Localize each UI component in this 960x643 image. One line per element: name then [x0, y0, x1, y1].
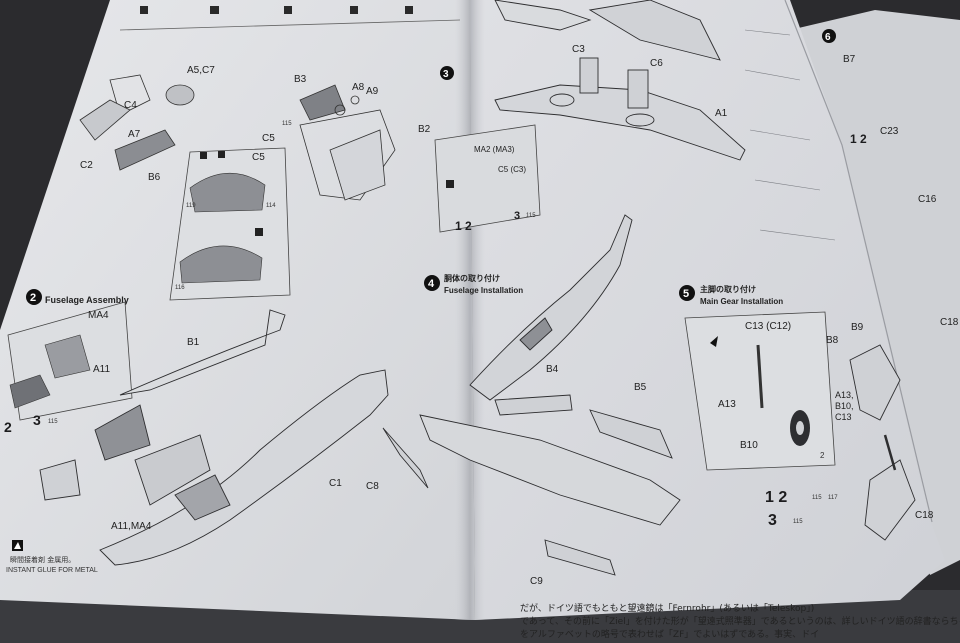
part-label-c1: C1: [329, 478, 342, 489]
step-3-badge: [440, 66, 454, 80]
part-label-a7: A7: [128, 129, 141, 140]
step-3-code-3: 3: [514, 210, 520, 222]
part-label-ma4: MA4: [88, 310, 109, 321]
part-label-c5-top: C5: [262, 133, 275, 144]
part-label-b7: B7: [843, 54, 856, 65]
gear-leg-installation-diagram: [849, 344, 916, 541]
part-label-b10: B10: [740, 440, 758, 451]
step-2-badge: [26, 289, 42, 305]
part-label-c4: C4: [124, 100, 137, 111]
paint-code-115: 115: [282, 121, 292, 127]
step-1-cockpit-diagram: [79, 74, 396, 201]
part-label-c5-panel: C5: [252, 152, 265, 163]
part-label-c6: C6: [650, 58, 663, 69]
part-label-b6: B6: [148, 172, 161, 183]
bottom-text-line-3: をアルファベットの略号で表わせば「ZF」でよいはずである。事実、ドイ: [520, 630, 820, 640]
paint-code-119: 119: [186, 203, 196, 209]
gear-code-2: 2: [820, 451, 825, 460]
step-2-callout-115: 115: [48, 419, 58, 425]
part-label-c3: C3: [572, 44, 585, 55]
step-5-code-3: 3: [768, 512, 777, 529]
part-label-b4: B4: [546, 364, 559, 375]
step-2-callout-2: 2: [4, 419, 12, 435]
step-5-code-115: 115: [812, 495, 822, 501]
part-label-ma2: MA2 (MA3): [474, 145, 515, 154]
part-label-a5c7: A5,C7: [187, 65, 215, 76]
part-label-c13c12: C13 (C12): [745, 321, 791, 332]
step-5-code-117: 117: [828, 495, 838, 501]
symbol-legend-row: [119, 6, 461, 31]
step-2-title: Fuselage Assembly: [45, 295, 129, 305]
bottom-text-line-2: であって、その前に「Ziel」を付けた形が「望遠式照準器」であるというのは、詳し…: [520, 617, 960, 627]
step-5-title-jp: 主脚の取り付け: [700, 284, 756, 294]
fuselage-installation-diagram: [382, 214, 681, 576]
part-label-c9: C9: [530, 576, 543, 587]
paint-code-114: 114: [266, 203, 276, 209]
step-3-code-12: 1 2: [455, 219, 472, 233]
right-page-text-blocks: [744, 29, 836, 241]
step-5-badge: [679, 285, 695, 301]
step-5-code-12: 1 2: [765, 489, 787, 506]
part-label-a11: A11: [93, 364, 110, 375]
part-label-b5: B5: [634, 382, 647, 393]
step-3-code-115: 115: [526, 213, 536, 219]
main-gear-callout: [684, 311, 836, 471]
part-label-a13b10c13: A13,B10,C13: [835, 390, 854, 422]
part-label-a8: A8: [352, 82, 365, 93]
part-label-c18: C18: [940, 317, 959, 328]
part-label-c2: C2: [80, 160, 93, 171]
step-6-badge: [822, 29, 836, 43]
bottom-japanese-text: だが、ドイツ語でもともと望遠鏡は「Fernrohr」(あるいは「Teleskop…: [520, 603, 960, 642]
instant-glue-jp: 瞬間接着剤 金属用。: [10, 555, 75, 564]
step-5-code-115b: 115: [793, 519, 803, 525]
paint-code-116: 116: [175, 285, 185, 291]
step-4-badge: [424, 275, 440, 291]
part-label-a11ma4: A11,MA4: [111, 521, 152, 532]
step-6-code-12: 1 2: [850, 132, 867, 146]
wing-a1-diagram: [494, 0, 746, 161]
part-label-b3: B3: [294, 74, 307, 85]
part-label-b9: B9: [851, 322, 864, 333]
step-3-gear-bay-callout: [434, 124, 541, 233]
fuselage-b1-c1-diagram: [39, 309, 389, 566]
step-5-number: 5: [683, 288, 689, 300]
right-page-edge: [784, 0, 933, 523]
step-4-title-jp: 胴体の取り付け: [443, 273, 500, 283]
step-2-callout-3: 3: [33, 412, 41, 428]
instant-glue-en: INSTANT GLUE FOR METAL: [6, 567, 98, 574]
instant-glue-icon: [12, 540, 23, 551]
step-2-number: 2: [30, 292, 36, 304]
part-label-b8: B8: [826, 335, 839, 346]
part-label-c8: C8: [366, 481, 379, 492]
step-5-title-en: Main Gear Installation: [700, 297, 783, 306]
bottom-text-line-1: だが、ドイツ語でもともと望遠鏡は「Fernrohr」(あるいは「Teleskop…: [520, 604, 815, 614]
part-label-c16: C16: [918, 194, 937, 205]
page-gutter: [455, 0, 485, 620]
part-label-b2: B2: [418, 124, 431, 135]
part-label-b1: B1: [187, 337, 200, 348]
instrument-panel-callout: [169, 147, 291, 301]
part-label-a13: A13: [718, 399, 736, 410]
part-label-c5c3: C5 (C3): [498, 165, 526, 174]
step-6-number: 6: [825, 32, 831, 43]
step-4-title-en: Fuselage Installation: [444, 286, 523, 295]
part-label-c23: C23: [880, 126, 899, 137]
part-label-a9: A9: [366, 86, 379, 97]
step-4-number: 4: [428, 278, 435, 290]
part-label-a1: A1: [715, 108, 728, 119]
step-2-seat-callout: [7, 301, 133, 421]
part-label-c18-lower: C18: [915, 510, 934, 521]
step-3-number: 3: [443, 69, 449, 80]
